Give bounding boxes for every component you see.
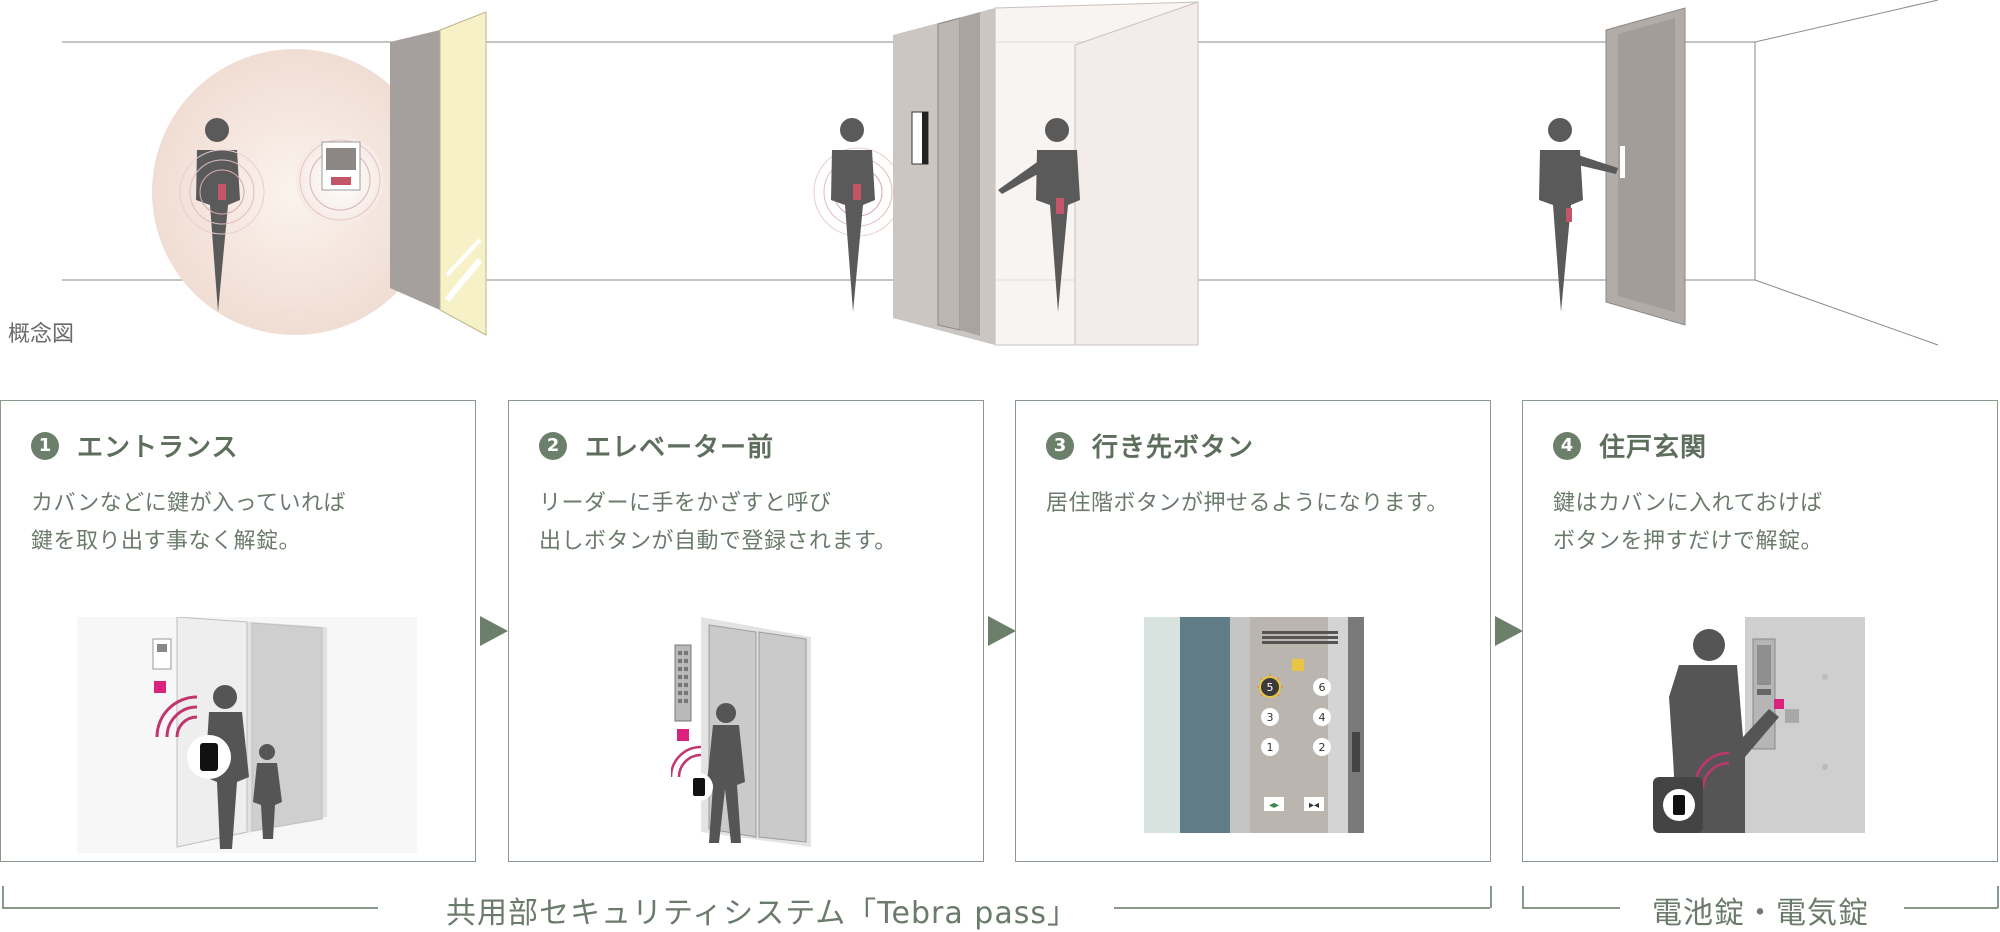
step-number: 1: [31, 431, 59, 460]
concept-illustration: [62, 0, 1939, 346]
person-1: [196, 118, 240, 312]
step-panel-destination-button: 3 行き先ボタン 居住階ボタンが押せるようになります。: [1015, 400, 1491, 862]
elevator-hall-illustration: [671, 617, 811, 847]
step-title: エレベーター前: [585, 433, 775, 463]
step-description: リーダーに手をかざすと呼び 出しボタンが自動で登録されます。: [539, 491, 897, 554]
step-panel-unit-entrance: 4 住戸玄関 鍵はカバンに入れておけば ボタンを押すだけで解錠。: [1522, 400, 1998, 862]
caption-battery-electric-lock: 電池錠・電気錠: [1652, 896, 1869, 931]
svg-text:▸◂: ▸◂: [1309, 800, 1319, 811]
floor-button-5: 5: [1261, 678, 1279, 696]
bracket-common-right-line: [1114, 907, 1490, 909]
bracket-common-left-line: [2, 907, 378, 909]
floor-button-grid: 5 6 3 4 1 2: [1261, 678, 1331, 756]
floor-button-3: 3: [1261, 708, 1279, 726]
svg-text:◂▸: ◂▸: [1269, 800, 1279, 811]
entrance-illustration: [77, 617, 417, 853]
floor-button-1: 1: [1261, 738, 1279, 756]
step-number: 2: [539, 431, 567, 460]
floor-button-4: 4: [1313, 708, 1331, 726]
bracket-door-left-tick: [1522, 886, 1524, 908]
bracket-door-left-line: [1522, 907, 1620, 909]
elevator-panel-illustration: ◂▸ ▸◂ 5 6 3 4 1 2: [1144, 617, 1364, 833]
arrow-3-to-4: [1495, 616, 1523, 646]
step-title: 行き先ボタン: [1092, 433, 1255, 463]
step-title: 住戸玄関: [1599, 433, 1708, 463]
floor-button-6: 6: [1313, 678, 1331, 696]
step-title: エントランス: [77, 433, 239, 463]
step-panel-elevator-hall: 2 エレベーター前 リーダーに手をかざすと呼び 出しボタンが自動で登録されます。: [508, 400, 984, 862]
step-panel-entrance: 1 エントランス カバンなどに鍵が入っていれば 鍵を取り出す事なく解錠。: [0, 400, 476, 862]
bracket-common-right-tick: [1490, 886, 1492, 908]
step-number: 3: [1046, 431, 1074, 460]
floor-button-2: 2: [1313, 738, 1331, 756]
step-number: 4: [1553, 431, 1581, 460]
step-description: 居住階ボタンが押せるようになります。: [1046, 491, 1449, 516]
caption-common-security: 共用部セキュリティシステム「Tebra pass」: [446, 896, 1078, 931]
step-description: 鍵はカバンに入れておけば ボタンを押すだけで解錠。: [1553, 491, 1824, 554]
bracket-door-right-tick: [1997, 886, 1999, 908]
person-3: [998, 118, 1080, 312]
person-2: [831, 118, 875, 312]
arrow-1-to-2: [480, 616, 508, 646]
person-4: [1539, 118, 1618, 312]
unit-entrance-illustration: [1653, 617, 1865, 833]
step-description: カバンなどに鍵が入っていれば 鍵を取り出す事なく解錠。: [31, 491, 347, 554]
bracket-door-right-line: [1904, 907, 1998, 909]
bracket-common-left-tick: [2, 886, 4, 908]
concept-label: 概念図: [8, 322, 75, 347]
arrow-2-to-3: [988, 616, 1016, 646]
